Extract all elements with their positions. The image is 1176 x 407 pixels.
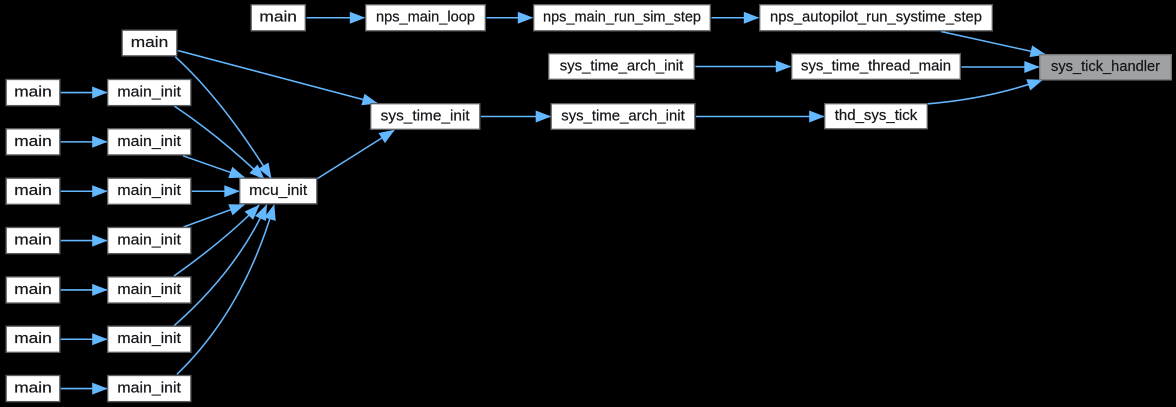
svg-text:sys_time_init: sys_time_init <box>381 107 471 124</box>
svg-text:nps_main_loop: nps_main_loop <box>376 9 475 26</box>
svg-text:main: main <box>14 232 52 249</box>
svg-text:sys_time_arch_init: sys_time_arch_init <box>560 57 684 74</box>
svg-text:main: main <box>14 330 52 347</box>
svg-text:main: main <box>259 9 297 26</box>
svg-text:main_init: main_init <box>117 232 181 249</box>
svg-text:main: main <box>14 182 52 199</box>
svg-text:sys_time_arch_init: sys_time_arch_init <box>561 107 685 124</box>
svg-text:thd_sys_tick: thd_sys_tick <box>835 107 918 124</box>
svg-text:main: main <box>14 281 52 298</box>
svg-text:nps_main_run_sim_step: nps_main_run_sim_step <box>543 9 701 26</box>
svg-text:main_init: main_init <box>117 133 181 150</box>
svg-text:main_init: main_init <box>117 182 181 199</box>
svg-text:main_init: main_init <box>117 379 181 396</box>
svg-text:main_init: main_init <box>117 84 181 101</box>
svg-text:main_init: main_init <box>117 281 181 298</box>
svg-text:main: main <box>131 34 169 51</box>
svg-text:main: main <box>14 379 52 396</box>
svg-text:nps_autopilot_run_systime_step: nps_autopilot_run_systime_step <box>770 9 982 26</box>
svg-text:sys_tick_handler: sys_tick_handler <box>1051 58 1160 75</box>
svg-text:main_init: main_init <box>117 330 181 347</box>
svg-text:sys_time_thread_main: sys_time_thread_main <box>801 57 951 74</box>
svg-text:mcu_init: mcu_init <box>249 182 308 199</box>
svg-text:main: main <box>14 133 52 150</box>
svg-text:main: main <box>14 84 52 101</box>
